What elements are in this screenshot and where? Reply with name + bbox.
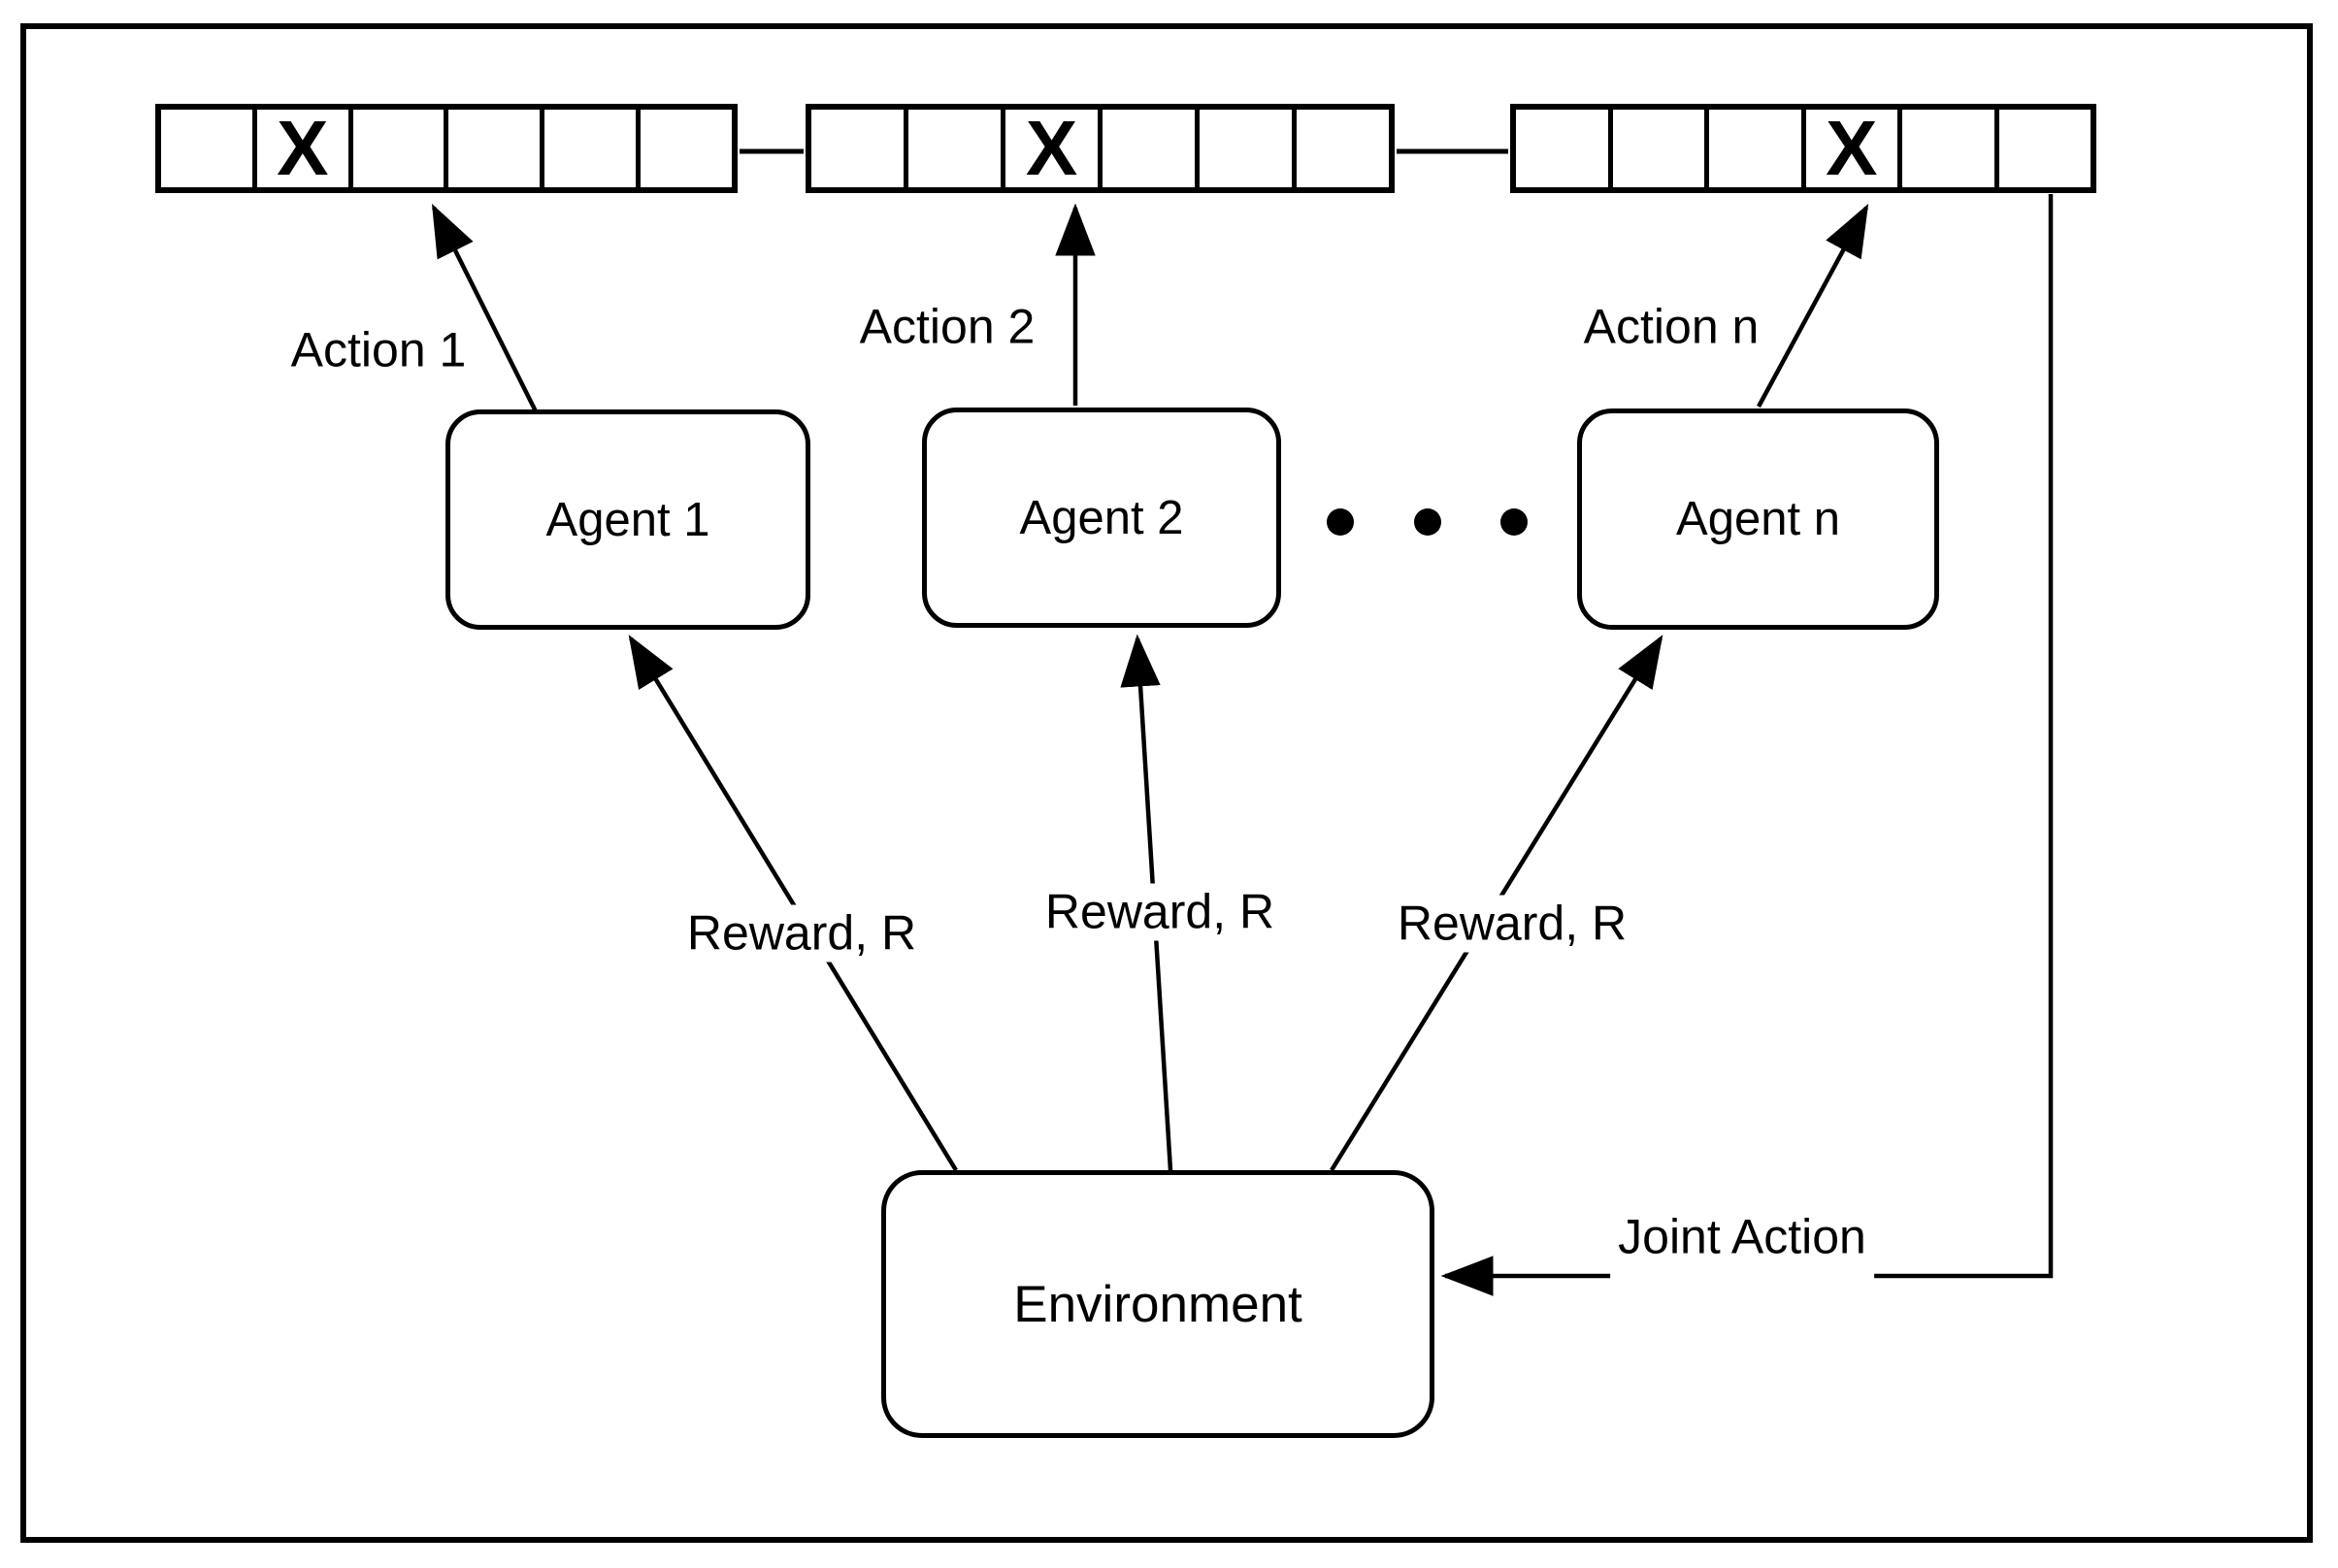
agent-2-label: Agent 2 bbox=[1019, 491, 1184, 544]
array-cell-marked: X bbox=[1800, 110, 1898, 187]
joint-action-edge-label: Joint Action bbox=[1610, 1208, 1874, 1280]
environment-node: Environment bbox=[881, 1170, 1434, 1438]
array-cell-marked: X bbox=[251, 110, 348, 187]
agent-n-node: Agent n bbox=[1577, 408, 1939, 630]
reward-2-edge-label: Reward, R bbox=[1037, 883, 1283, 941]
array-cell bbox=[1195, 110, 1292, 187]
array-cell bbox=[161, 110, 252, 187]
array-cell bbox=[1993, 110, 2091, 187]
action-n-edge-label: Action n bbox=[1575, 298, 1767, 356]
array-cell bbox=[1704, 110, 1801, 187]
array-cell bbox=[347, 110, 445, 187]
array-cell bbox=[904, 110, 1001, 187]
agent-n-label: Agent n bbox=[1676, 493, 1840, 545]
action-array-2: X bbox=[806, 104, 1395, 193]
array-cell-marked: X bbox=[1001, 110, 1098, 187]
action-2-edge-label: Action 2 bbox=[851, 298, 1043, 356]
array-cell bbox=[1897, 110, 1994, 187]
agent-1-node: Agent 1 bbox=[445, 409, 810, 630]
array-cell bbox=[1098, 110, 1195, 187]
array-cell bbox=[540, 110, 636, 187]
agent-1-label: Agent 1 bbox=[545, 493, 710, 546]
action-1-edge-label: Action 1 bbox=[282, 321, 475, 379]
action-array-1: X bbox=[155, 104, 738, 193]
array-cell bbox=[1516, 110, 1608, 187]
array-cell bbox=[811, 110, 904, 187]
array-cell bbox=[1292, 110, 1389, 187]
outer-border bbox=[20, 23, 2313, 1543]
array-cell bbox=[636, 110, 732, 187]
reward-3-edge-label: Reward, R bbox=[1389, 895, 1635, 953]
action-array-3: X bbox=[1510, 104, 2096, 193]
agent-2-node: Agent 2 bbox=[922, 408, 1281, 628]
reward-1-edge-label: Reward, R bbox=[678, 904, 925, 963]
array-cell bbox=[1607, 110, 1705, 187]
environment-label: Environment bbox=[1013, 1275, 1302, 1333]
array-cell bbox=[444, 110, 540, 187]
